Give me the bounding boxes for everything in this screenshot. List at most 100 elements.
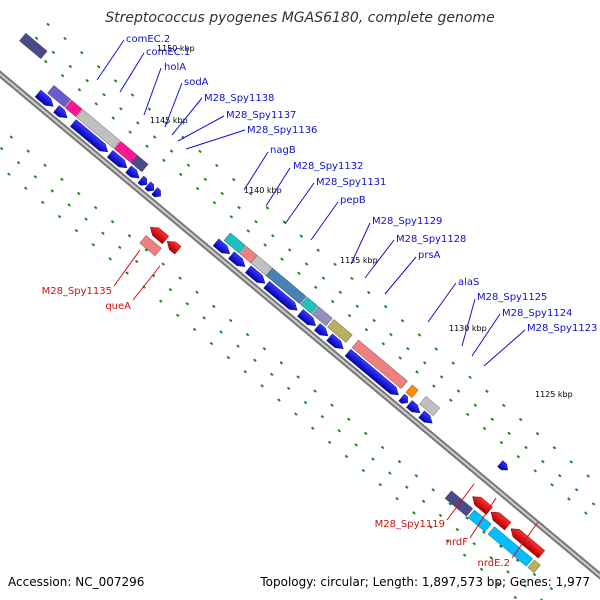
tick-mark (162, 158, 166, 163)
tick-mark (212, 304, 216, 309)
tick-mark (524, 445, 528, 450)
tick-mark (310, 426, 315, 430)
tick-mark (26, 149, 30, 153)
tick-mark (203, 177, 208, 182)
top-gene-labels: comEC.2 comEC.1 holA sodA M28_Spy1138 M2… (126, 34, 597, 334)
tick-mark (429, 525, 433, 529)
gene-label[interactable]: comEC.2 (126, 34, 170, 45)
cds-arrow (510, 528, 546, 559)
tick-mark (439, 375, 444, 379)
gene-label[interactable]: M28_Spy1137 (226, 110, 296, 121)
tick-mark (80, 50, 84, 55)
tick-mark (178, 172, 183, 177)
cds-arrow (137, 175, 148, 186)
tick-mark (119, 107, 123, 111)
gene-block (139, 235, 162, 257)
tick-mark (9, 135, 14, 139)
accession-text: Accession: NC_007296 (8, 575, 144, 589)
tick-mark (569, 460, 574, 464)
cds-arrow (53, 105, 68, 119)
gene-label[interactable]: holA (164, 62, 186, 73)
tick-mark (567, 497, 571, 501)
gene-label[interactable]: M28_Spy1128 (396, 234, 466, 245)
gene-label[interactable]: M28_Spy1138 (204, 93, 274, 104)
tick-mark (557, 473, 562, 478)
gene-label[interactable]: nagB (270, 145, 296, 156)
tick-mark (136, 121, 140, 125)
tick-mark (175, 313, 180, 318)
tick-mark (472, 541, 477, 546)
tick-mark (330, 299, 335, 304)
gene-label[interactable]: queA (105, 301, 131, 312)
gene-label[interactable]: M28_Spy1119 (375, 519, 445, 530)
tick-mark (265, 206, 270, 210)
tick-mark (84, 217, 88, 221)
gene-label[interactable]: nrdF (446, 537, 469, 548)
gene-label[interactable]: prsA (418, 250, 441, 261)
tick-mark (485, 389, 489, 394)
gene-label[interactable]: sodA (184, 77, 209, 88)
tick-mark (422, 361, 427, 365)
tick-mark (584, 511, 588, 515)
tick-mark (74, 228, 79, 233)
gene-label[interactable]: pepB (340, 195, 366, 206)
tick-mark (448, 502, 452, 506)
tick-mark (337, 429, 342, 433)
cds-arrow (344, 348, 399, 396)
tick-mark (237, 205, 241, 210)
tick-mark (465, 516, 469, 520)
cds-arrow (490, 511, 512, 531)
tick-mark (7, 172, 11, 176)
gene-label[interactable]: M28_Spy1135 (42, 286, 112, 297)
gene-label[interactable]: M28_Spy1125 (477, 292, 547, 303)
gene-label[interactable]: alaS (458, 277, 479, 288)
gene-label[interactable]: M28_Spy1131 (316, 177, 386, 188)
tick-mark (361, 468, 366, 473)
gene-label[interactable]: M28_Spy1123 (527, 323, 597, 334)
tick-mark (202, 316, 206, 320)
gene-label[interactable]: nrdE.2 (478, 558, 510, 569)
tick-mark (277, 398, 281, 402)
tick-mark (438, 513, 443, 518)
topology-text: Topology: circular; Length: 1,897,573 bp… (259, 575, 590, 589)
tick-mark (286, 386, 291, 391)
tick-mark (415, 370, 419, 374)
gene-label[interactable]: M28_Spy1129 (372, 216, 442, 227)
bottom-label-leaders (113, 249, 539, 559)
tick-mark (0, 146, 4, 151)
tick-mark (395, 497, 399, 501)
gene-label[interactable]: M28_Spy1124 (502, 308, 572, 319)
tick-mark (147, 107, 152, 111)
tick-mark (169, 149, 174, 153)
gene-label[interactable]: M28_Spy1136 (247, 125, 317, 136)
tick-mark (456, 389, 461, 393)
gene-label[interactable]: M28_Spy1132 (293, 161, 363, 172)
tick-mark (236, 344, 240, 348)
cds-arrow (326, 333, 344, 350)
tick-mark (455, 527, 460, 532)
tick-mark (212, 200, 217, 205)
tick-mark (479, 567, 484, 572)
tick-mark (313, 389, 317, 393)
tick-mark (50, 189, 55, 193)
cds-arrow (150, 227, 170, 245)
tick-mark (192, 327, 197, 332)
tick-mark (482, 426, 487, 431)
tick-mark (262, 346, 267, 351)
tick-mark (245, 332, 250, 337)
gene-label[interactable]: comEC.1 (146, 47, 190, 58)
cds-arrow (398, 393, 408, 404)
tick-mark (333, 262, 337, 267)
gene-block (300, 296, 319, 314)
tick-mark (338, 290, 343, 294)
bottom-gene-labels: M28_Spy1135 queA M28_Spy1119 nrdF nrdE.2 (42, 286, 510, 569)
tick-mark (431, 488, 436, 492)
tick-mark (198, 149, 202, 154)
kbp-label: 1135 kbp (340, 256, 378, 265)
tick-mark (142, 285, 146, 289)
tick-mark (321, 276, 326, 280)
tick-mark (101, 231, 105, 235)
tick-mark (549, 586, 554, 591)
cds-arrow (497, 460, 509, 471)
tick-mark (397, 459, 402, 464)
